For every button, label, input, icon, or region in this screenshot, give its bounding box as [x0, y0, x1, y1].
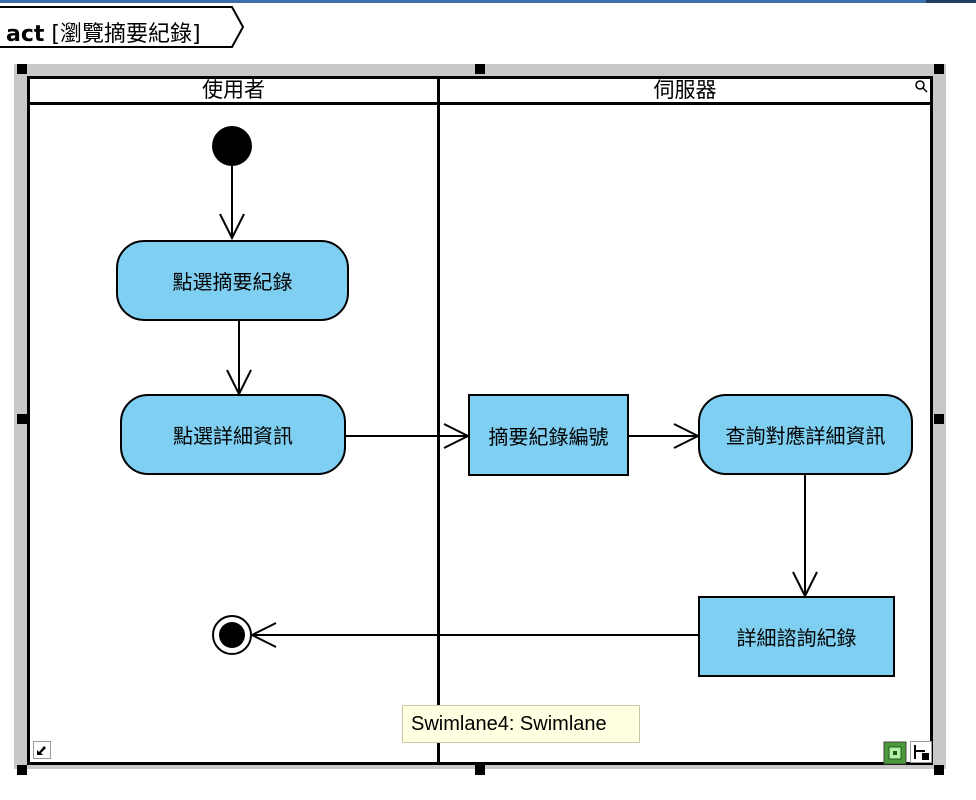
- hover-tooltip: Swimlane4: Swimlane: [402, 705, 640, 743]
- zoom-icon[interactable]: [914, 78, 928, 93]
- frame-tab-shape: [0, 6, 244, 48]
- resize-handle-top-right[interactable]: [934, 64, 944, 74]
- frame-name: [瀏覽摘要紀錄]: [51, 22, 201, 47]
- layout-icon[interactable]: [910, 741, 932, 763]
- action-query-detail-info[interactable]: 查詢對應詳細資訊: [698, 394, 913, 475]
- window-top-border-accent: [926, 0, 976, 3]
- lane-divider[interactable]: [437, 76, 440, 765]
- lock-grid-icon[interactable]: [883, 741, 907, 765]
- lane-header-server[interactable]: 伺服器: [440, 76, 930, 105]
- resize-handle-middle-right[interactable]: [934, 414, 944, 424]
- expand-arrow-icon[interactable]: [33, 741, 51, 759]
- object-consult-record[interactable]: 詳細諮詢紀錄: [698, 596, 895, 677]
- action-select-detail-info[interactable]: 點選詳細資訊: [120, 394, 346, 475]
- arrowhead-icon: [219, 213, 245, 241]
- lane-header-user[interactable]: 使用者: [30, 76, 437, 105]
- frame-keyword: act: [6, 22, 45, 47]
- expand-arrow-icon-graphic: [33, 741, 51, 759]
- object-summary-record-id[interactable]: 摘要紀錄編號: [468, 394, 629, 476]
- resize-handle-bottom-left[interactable]: [17, 765, 27, 775]
- frame-label-tab[interactable]: act [瀏覽摘要紀錄]: [0, 6, 244, 48]
- resize-handle-middle-left[interactable]: [17, 414, 27, 424]
- lock-grid-icon-graphic: [883, 741, 907, 765]
- action-select-summary-record[interactable]: 點選摘要紀錄: [116, 240, 349, 321]
- resize-handle-bottom-center[interactable]: [475, 765, 485, 775]
- zoom-icon-graphic: [915, 80, 928, 93]
- final-node-core: [219, 622, 245, 648]
- resize-handle-top-center[interactable]: [475, 64, 485, 74]
- resize-handle-top-left[interactable]: [17, 64, 27, 74]
- layout-icon-graphic: [910, 741, 932, 763]
- window-top-border: [0, 0, 976, 3]
- resize-handle-bottom-right[interactable]: [934, 765, 944, 775]
- initial-node: [212, 126, 252, 166]
- frame-title: act [瀏覽摘要紀錄]: [6, 16, 201, 48]
